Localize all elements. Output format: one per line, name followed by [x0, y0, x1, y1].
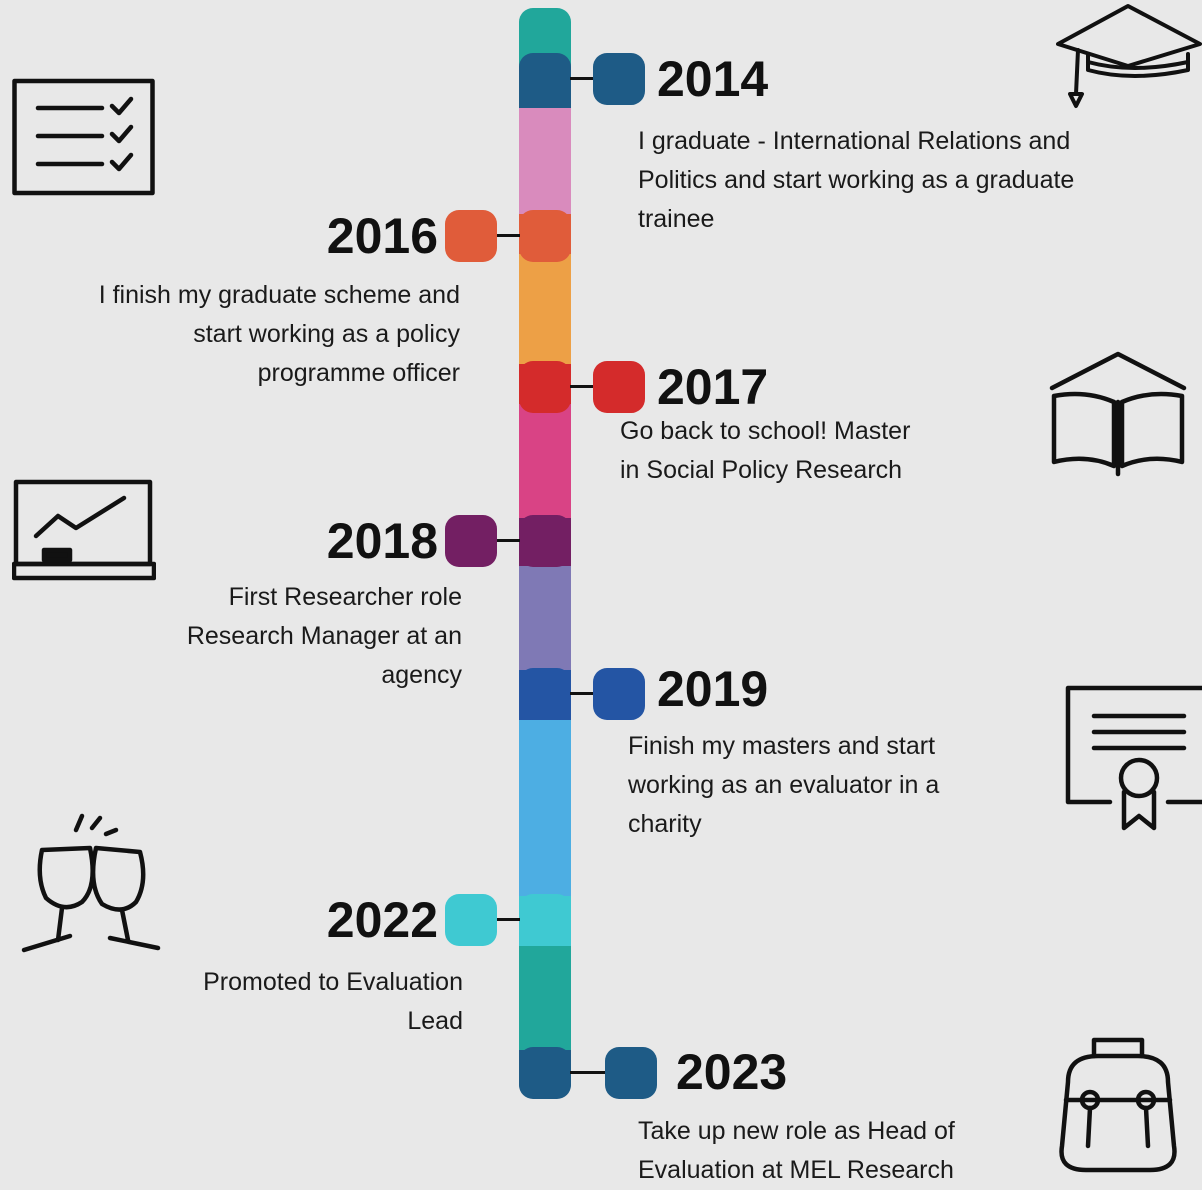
- connector: [496, 918, 520, 921]
- year-node: [593, 53, 645, 105]
- bar-segment: [519, 720, 571, 896]
- certificate-icon: [1064, 684, 1202, 832]
- bar-node: [519, 668, 571, 720]
- checklist-icon: [12, 78, 156, 196]
- year-node: [445, 515, 497, 567]
- champagne-toast-icon: [18, 812, 164, 960]
- connector: [496, 539, 520, 542]
- year-node: [605, 1047, 657, 1099]
- bar-node: [519, 53, 571, 105]
- connector: [570, 77, 594, 80]
- graduation-cap-icon: [1056, 2, 1202, 114]
- connector: [496, 234, 520, 237]
- year-node: [445, 210, 497, 262]
- bar-node: [519, 894, 571, 946]
- event-description: Promoted to Evaluation Lead: [203, 968, 463, 1035]
- year-label: 2022: [326, 892, 438, 948]
- year-label: 2023: [676, 1044, 788, 1100]
- bar-node: [519, 210, 571, 262]
- open-book-icon: [1048, 350, 1188, 480]
- event-description: Go back to school! Master in Social Poli…: [620, 417, 911, 484]
- year-label: 2016: [326, 208, 438, 264]
- year-label: 2018: [326, 513, 438, 569]
- bar-segment: [519, 566, 571, 670]
- year-label: 2014: [657, 51, 769, 107]
- bar-segment: [519, 404, 571, 518]
- year-node: [593, 361, 645, 413]
- chart-board-icon: [12, 478, 156, 584]
- event-description: Finish my masters and start working as a…: [628, 732, 940, 838]
- year-node: [593, 668, 645, 720]
- event-description: Take up new role as Head of Evaluation a…: [638, 1117, 955, 1184]
- bar-segment: [519, 946, 571, 1050]
- bar-node: [519, 1047, 571, 1099]
- bar-node: [519, 361, 571, 413]
- connector: [570, 1071, 606, 1074]
- connector: [570, 692, 594, 695]
- bar-node: [519, 515, 571, 567]
- backpack-icon: [1046, 1036, 1190, 1180]
- event-description: I finish my graduate scheme and start wo…: [98, 281, 460, 387]
- bar-segment: [519, 108, 571, 214]
- connector: [570, 385, 594, 388]
- event-description: First Researcher role Research Manager a…: [186, 583, 462, 689]
- bar-segment: [519, 254, 571, 364]
- event-description: I graduate - International Relations and…: [638, 127, 1075, 233]
- year-node: [445, 894, 497, 946]
- year-label: 2019: [657, 661, 769, 717]
- year-label: 2017: [657, 359, 769, 415]
